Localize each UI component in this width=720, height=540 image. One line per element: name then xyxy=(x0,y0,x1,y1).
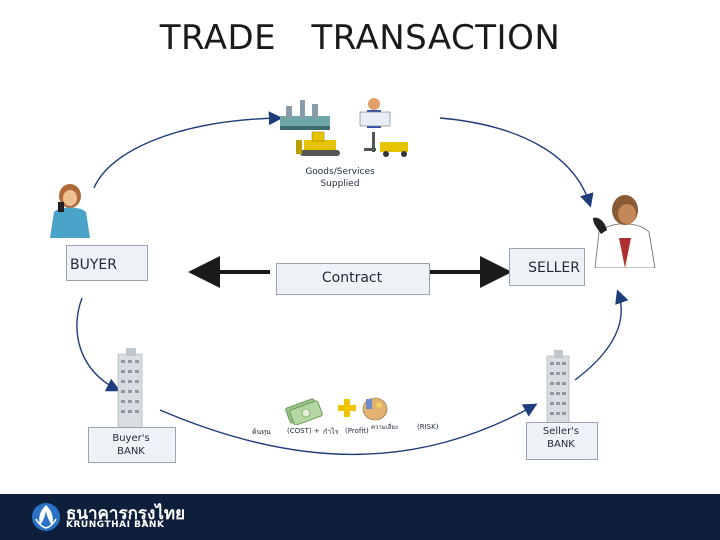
krungthai-logo-icon xyxy=(32,503,60,531)
factory-icon xyxy=(280,100,330,130)
buyer-label: BUYER xyxy=(70,257,117,273)
arrow-sellerbank-to-seller xyxy=(574,289,629,381)
page-title: TRADE TRANSACTION xyxy=(159,18,561,58)
worker-icon xyxy=(359,98,391,128)
profit-thai-label: กำไร xyxy=(323,428,339,436)
plus-text: + xyxy=(313,427,320,435)
bank-building-icon xyxy=(546,350,570,426)
buyer-person-icon xyxy=(50,184,90,238)
footer-bar xyxy=(0,494,720,540)
forklift-icon xyxy=(364,132,408,157)
cost-label: (COST) + xyxy=(287,427,320,435)
seller-bank-box xyxy=(526,422,598,460)
seller-label: SELLER xyxy=(528,260,580,276)
cost-text: (COST) xyxy=(287,427,312,435)
seller-box xyxy=(509,248,585,286)
arrow-buyer-to-goods xyxy=(93,111,283,189)
risk-label: (RISK) xyxy=(417,423,439,431)
contract-label: Contract xyxy=(321,270,383,286)
goods-illustration xyxy=(280,98,408,157)
logo-english-text: KRUNGTHAI BANK xyxy=(66,520,165,530)
buyer-bank-box xyxy=(88,427,176,463)
plus-icon xyxy=(338,399,356,417)
buyer-box xyxy=(66,245,148,281)
arrow-goods-to-seller xyxy=(439,117,594,208)
seller-bank-label: Seller's BANK xyxy=(542,426,580,450)
money-icon xyxy=(285,398,323,425)
contract-box xyxy=(276,263,430,295)
risk-thai-label: ความเสี่ยง xyxy=(371,424,398,431)
profit-label: (Profit) xyxy=(345,427,369,435)
goods-services-label: Goods/Services Supplied xyxy=(305,167,375,189)
cost-thai-label: ต้นทุน xyxy=(252,428,271,436)
bank-building-icon xyxy=(117,348,143,428)
arrow-buyer-to-bank xyxy=(76,297,121,392)
buyer-bank-label: Buyer's BANK xyxy=(112,433,150,457)
seller-person-icon xyxy=(593,195,656,268)
arrow-bank-to-bank xyxy=(159,403,538,456)
bulldozer-icon xyxy=(296,131,340,156)
logo-thai-text: ธนาคารกรุงไทย xyxy=(66,504,186,524)
risk-hand-icon xyxy=(362,397,388,421)
